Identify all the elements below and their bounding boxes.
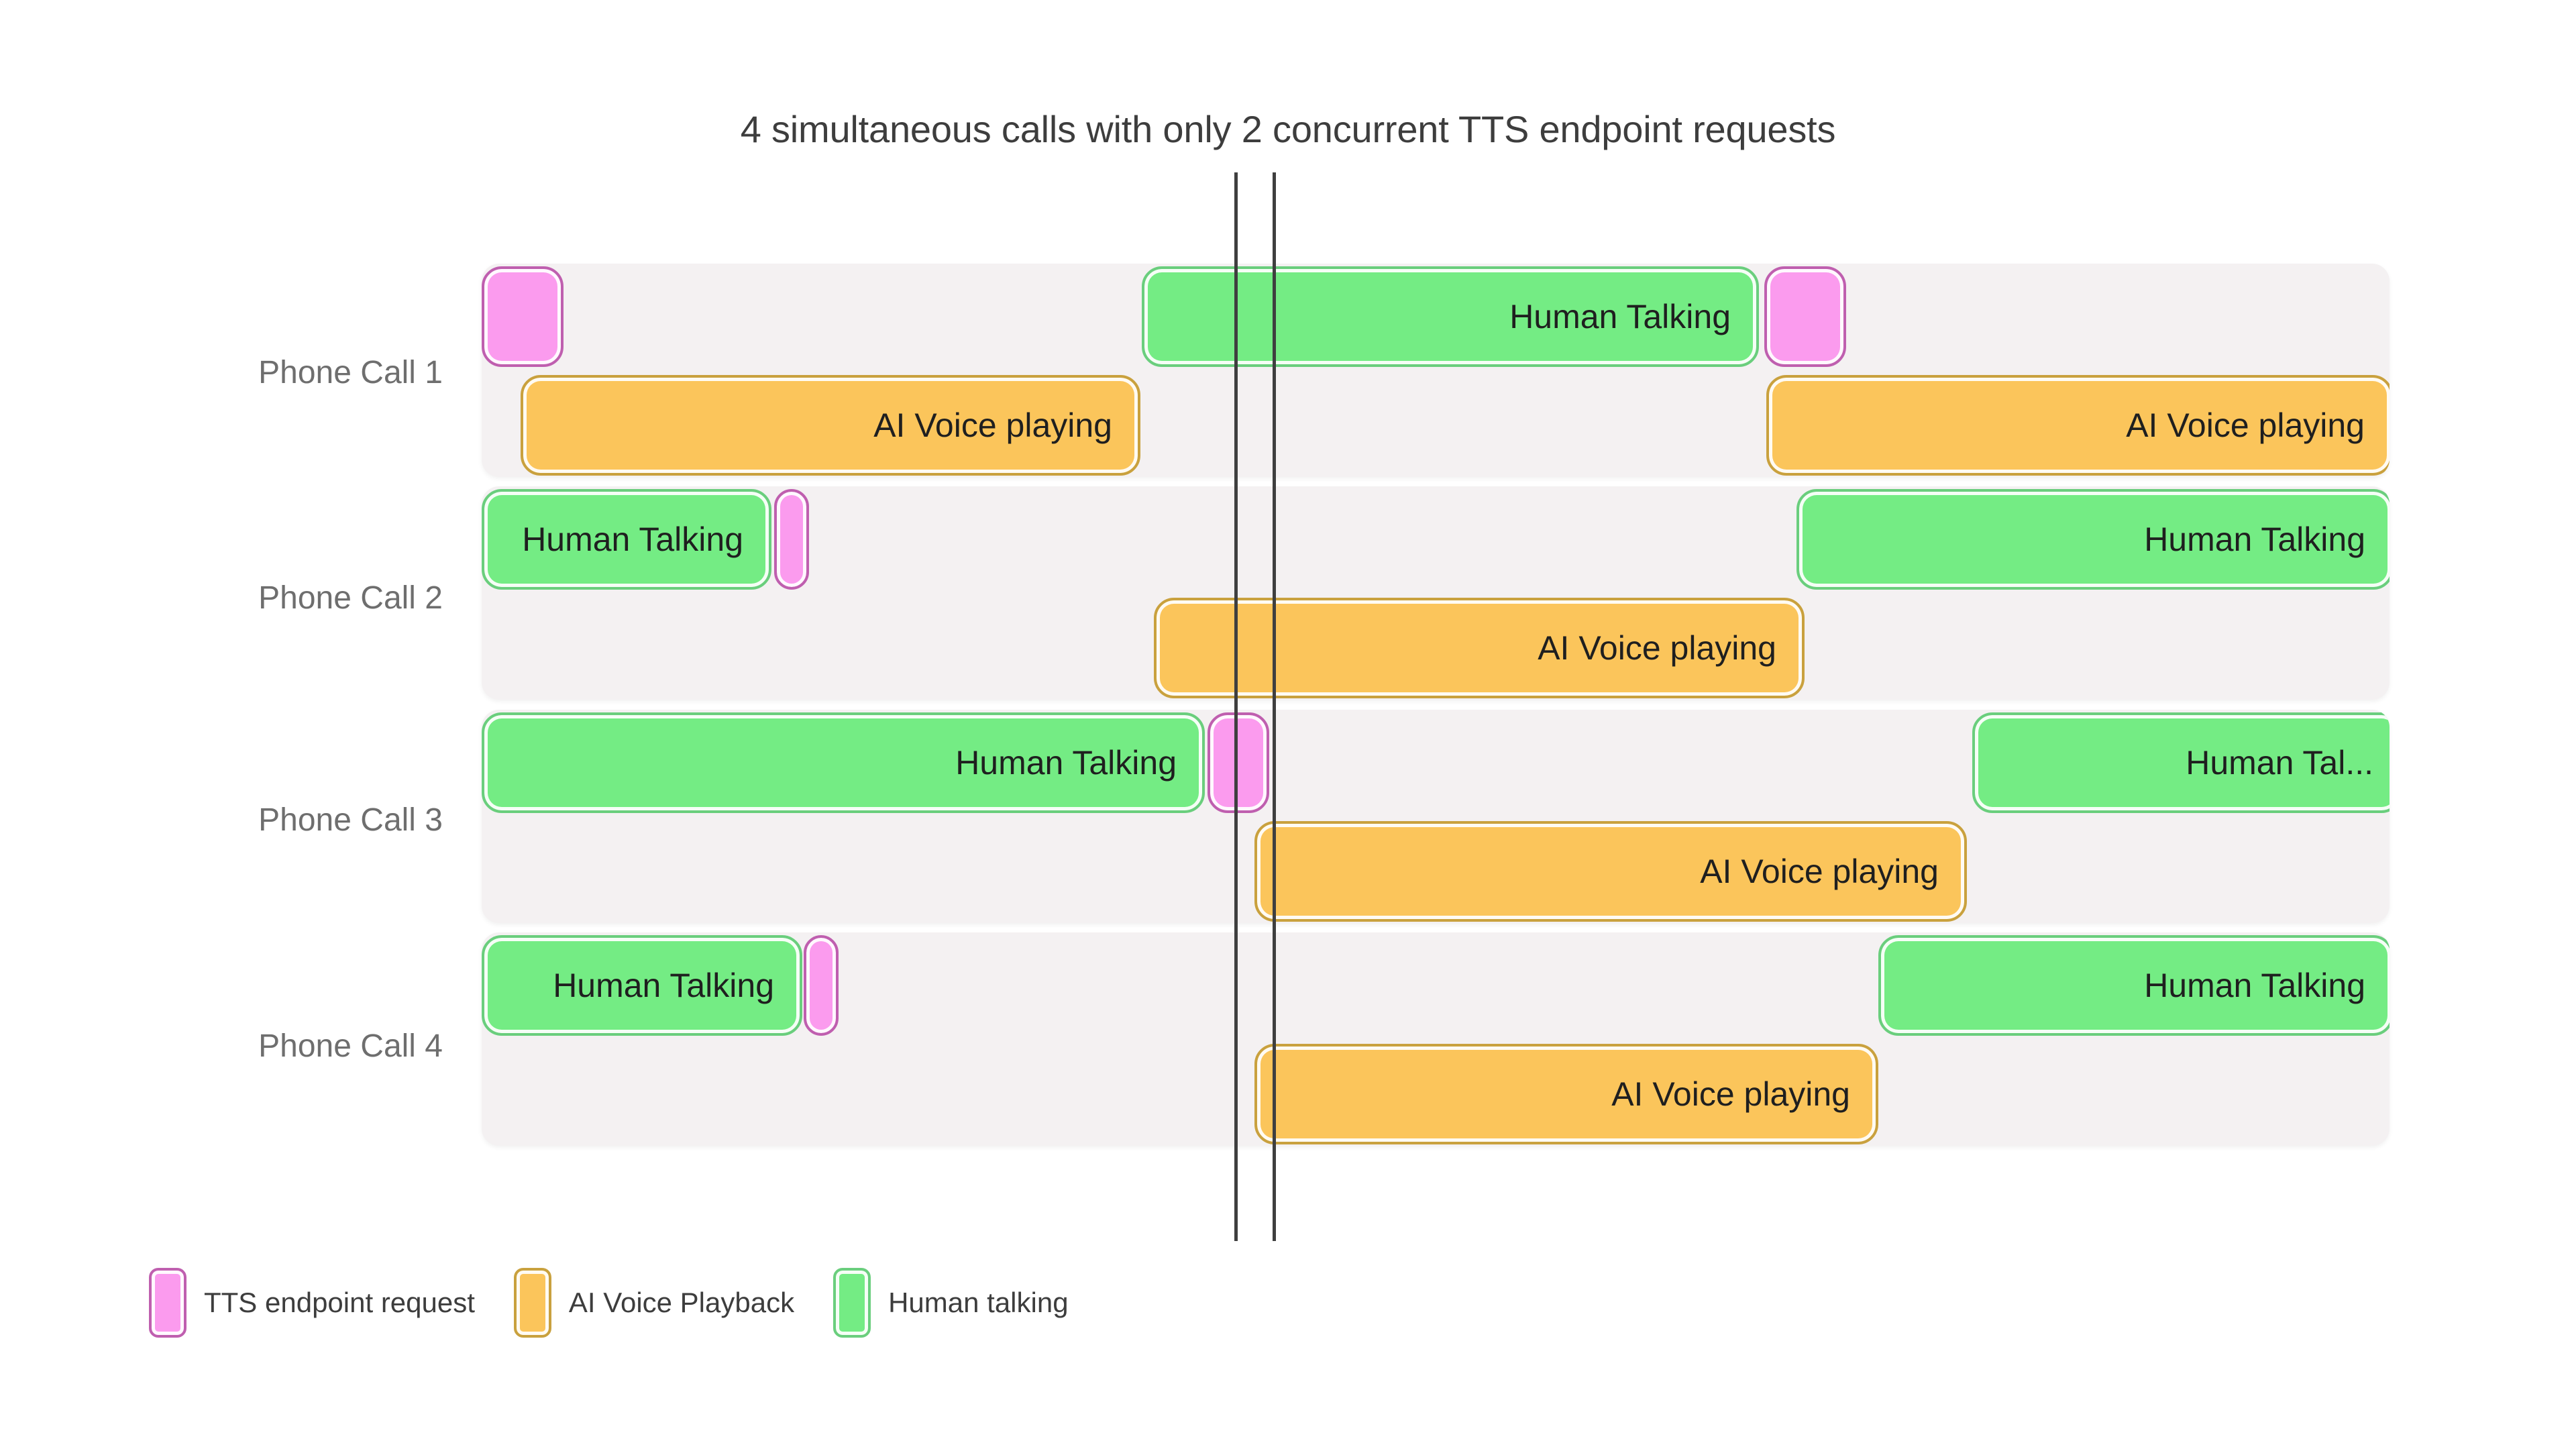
timeline-bar-label: Human Talking: [955, 744, 1177, 782]
timeline-bar-human[interactable]: Human Talking: [1142, 266, 1759, 367]
row-label-phone-call-4: Phone Call 4: [258, 1028, 443, 1064]
page-title: 4 simultaneous calls with only 2 concurr…: [740, 108, 1836, 150]
legend-item-human[interactable]: Human talking: [833, 1268, 1069, 1338]
timeline-bar-label: AI Voice playing: [873, 407, 1112, 444]
timeline-bar-label: Human Talking: [522, 521, 743, 558]
legend-label: TTS endpoint request: [204, 1287, 475, 1318]
timeline-bar-tts[interactable]: [774, 489, 809, 590]
timeline-bar-label: Human Talking: [2144, 967, 2365, 1004]
legend: TTS endpoint request AI Voice Playback H…: [149, 1268, 1108, 1338]
timeline-bar-ai[interactable]: AI Voice playing: [521, 375, 1140, 476]
timeline-bar-tts[interactable]: [804, 935, 839, 1036]
legend-label: AI Voice Playback: [568, 1287, 795, 1318]
timeline-bar-ai[interactable]: AI Voice playing: [1154, 598, 1805, 698]
tts-swatch-icon: [149, 1268, 186, 1338]
human-swatch-icon: [833, 1268, 871, 1338]
timeline-bar-label: Human Talking: [1509, 298, 1731, 335]
timeline-bar-label: AI Voice playing: [1538, 629, 1776, 667]
legend-label: Human talking: [888, 1287, 1069, 1318]
timeline-bar-human[interactable]: Human Talking: [1878, 935, 2390, 1036]
timeline-bar-human[interactable]: Human Talking: [482, 712, 1205, 813]
concurrency-window-start-line: [1234, 172, 1238, 1241]
timeline-row-phone-call-2: Human Talking Human Talking AI Voice pla…: [482, 486, 2390, 700]
timeline-bar-human[interactable]: Human Talking: [1796, 489, 2390, 590]
timeline-bar-label: AI Voice playing: [2126, 407, 2365, 444]
timeline-bar-label: AI Voice playing: [1611, 1075, 1850, 1113]
timeline-bar-human[interactable]: Human Talking: [482, 489, 771, 590]
timeline-bar-label: Human Tal...: [2186, 744, 2373, 782]
timeline-bar-label: Human Talking: [2144, 521, 2365, 558]
legend-item-ai[interactable]: AI Voice Playback: [513, 1268, 795, 1338]
timeline-bar-label: AI Voice playing: [1700, 853, 1939, 890]
timeline-row-phone-call-3: Human Talking Human Tal... AI Voice play…: [482, 710, 2390, 923]
row-label-phone-call-1: Phone Call 1: [258, 355, 443, 390]
row-label-phone-call-2: Phone Call 2: [258, 580, 443, 616]
timeline-bar-tts[interactable]: [1208, 712, 1269, 813]
timeline-row-phone-call-4: Human Talking Human Talking AI Voice pla…: [482, 932, 2390, 1146]
legend-item-tts[interactable]: TTS endpoint request: [149, 1268, 475, 1338]
concurrency-window-end-line: [1273, 172, 1276, 1241]
timeline-bar-human[interactable]: Human Talking: [482, 935, 802, 1036]
timeline-bar-ai[interactable]: AI Voice playing: [1254, 821, 1967, 922]
timeline-row-phone-call-1: Human Talking AI Voice playing AI Voice …: [482, 264, 2390, 477]
ai-swatch-icon: [513, 1268, 551, 1338]
timeline-bar-ai[interactable]: AI Voice playing: [1254, 1044, 1878, 1144]
timeline-bar-tts[interactable]: [1764, 266, 1846, 367]
timeline-bar-human[interactable]: Human Tal...: [1972, 712, 2390, 813]
timeline-bar-label: Human Talking: [553, 967, 774, 1004]
timeline-bar-tts[interactable]: [482, 266, 564, 367]
row-label-phone-call-3: Phone Call 3: [258, 802, 443, 838]
timeline-bar-ai[interactable]: AI Voice playing: [1766, 375, 2390, 476]
